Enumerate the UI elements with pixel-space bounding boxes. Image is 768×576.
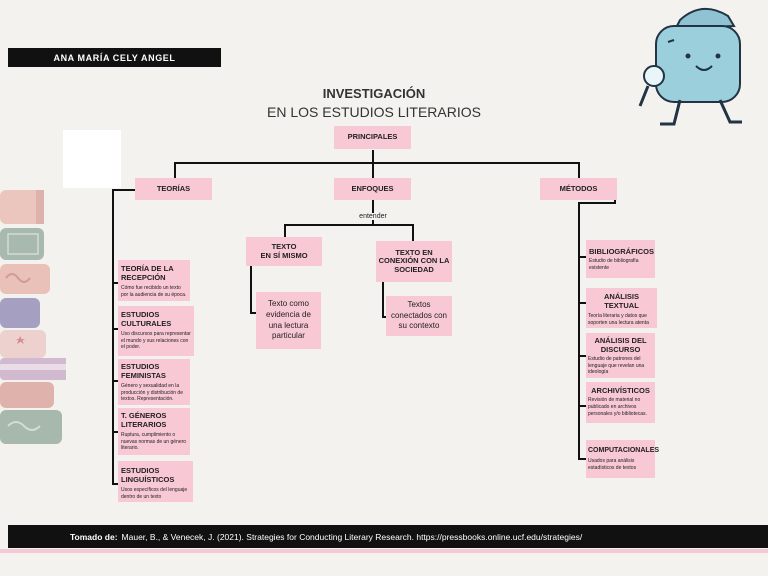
node-title-line: TEXTO bbox=[271, 241, 297, 251]
connector-line bbox=[112, 328, 118, 330]
books-stack-icon bbox=[0, 190, 66, 444]
method-card-desc: Teoría literaria y datos que soporten un… bbox=[588, 312, 649, 326]
connector-line bbox=[112, 431, 118, 433]
connector-line bbox=[578, 302, 586, 304]
theory-card-title: TEORÍA DE LA RECEPCIÓN bbox=[121, 264, 174, 283]
theory-card-desc: Ruptura, cumplimiento o nuevas normas de… bbox=[121, 431, 187, 452]
method-card-title: ANÁLISIS DEL DISCURSO bbox=[594, 336, 647, 355]
connector-line bbox=[112, 483, 118, 485]
blank-panel bbox=[63, 130, 121, 188]
node-enfoques: ENFOQUES bbox=[334, 178, 411, 200]
method-card-title: BIBLIOGRÁFICOS bbox=[589, 247, 654, 256]
method-card-desc: Estudio de patrones del lenguaje que rev… bbox=[588, 355, 645, 376]
detective-mascot-icon bbox=[638, 8, 742, 126]
citation-text: Mauer, B., & Venecek, J. (2021). Strateg… bbox=[121, 531, 583, 542]
connector-line bbox=[578, 256, 586, 258]
node-title-line: CONEXIÓN CON LA bbox=[378, 256, 450, 266]
theory-card-title: ESTUDIOS FEMINISTAS bbox=[121, 362, 166, 381]
node-principales: PRINCIPALES bbox=[334, 126, 411, 149]
theory-card: ESTUDIOS FEMINISTAS Género y sexualidad … bbox=[118, 359, 190, 405]
method-card-title: ANÁLISIS TEXTUAL bbox=[603, 292, 639, 311]
node-title-line: EN SÍ MISMO bbox=[260, 250, 308, 260]
citation-footer: Tomado de: Mauer, B., & Venecek, J. (202… bbox=[8, 525, 768, 548]
connector-line bbox=[382, 316, 388, 318]
method-card: ANÁLISIS DEL DISCURSO Estudio de patrone… bbox=[586, 333, 655, 378]
connector-line bbox=[372, 200, 374, 224]
node-metodos: MÉTODOS bbox=[540, 178, 617, 200]
theory-card-title: ESTUDIOS LINGUÍSTICOS bbox=[121, 466, 175, 485]
connector-line bbox=[578, 405, 586, 407]
method-card: BIBLIOGRÁFICOS Estudio de bibliografía e… bbox=[586, 240, 655, 278]
method-card-desc: Revisión de material no publicado en arc… bbox=[588, 397, 647, 417]
theory-card: ESTUDIOS LINGUÍSTICOS Usos específicos d… bbox=[118, 461, 193, 502]
theory-card-desc: Cómo fue recibido un texto por la audien… bbox=[121, 284, 187, 298]
connector-line bbox=[174, 162, 579, 164]
connector-line bbox=[578, 458, 586, 460]
theory-card-title: ESTUDIOS CULTURALES bbox=[121, 310, 172, 329]
theory-card-desc: Usos específicos del lenguaje dentro de … bbox=[121, 486, 188, 500]
author-name: ANA MARÍA CELY ANGEL bbox=[8, 48, 221, 67]
connector-label: entender bbox=[348, 213, 398, 220]
node-texto-en-conexion-desc: Textos conectados con su contexto bbox=[386, 296, 452, 336]
method-card-title: COMPUTACIONALES bbox=[588, 447, 660, 454]
connector-line bbox=[250, 266, 252, 314]
method-card: COMPUTACIONALES Usados para análisis est… bbox=[586, 440, 660, 478]
node-texto-en-conexion: TEXTO EN CONEXIÓN CON LA SOCIEDAD bbox=[376, 241, 452, 282]
connector-line bbox=[372, 150, 374, 164]
connector-line bbox=[412, 224, 414, 242]
method-card: ANÁLISIS TEXTUAL Teoría literaria y dato… bbox=[586, 288, 657, 328]
node-texto-en-si-mismo: TEXTO EN SÍ MISMO bbox=[246, 237, 322, 266]
node-title-line: SOCIEDAD bbox=[394, 264, 434, 274]
theory-card-desc: Uso discursos para representar el mundo … bbox=[121, 330, 191, 351]
node-texto-en-si-mismo-desc: Texto como evidencia de una lectura part… bbox=[256, 292, 321, 349]
footer-divider bbox=[0, 549, 768, 553]
citation-label: Tomado de: bbox=[70, 531, 118, 542]
connector-line bbox=[250, 312, 258, 314]
theory-card: T. GÉNEROS LITERARIOS Ruptura, cumplimie… bbox=[118, 408, 190, 455]
connector-line bbox=[112, 189, 114, 485]
connector-line bbox=[284, 224, 286, 238]
connector-line bbox=[284, 224, 414, 226]
connector-line bbox=[578, 355, 586, 357]
node-teorias: TEORÍAS bbox=[135, 178, 212, 200]
theory-card-desc: Género y sexualidad en la producción y d… bbox=[121, 382, 183, 403]
theory-card: TEORÍA DE LA RECEPCIÓN Cómo fue recibido… bbox=[118, 260, 190, 301]
connector-line bbox=[578, 202, 616, 204]
connector-line bbox=[382, 282, 384, 318]
method-card-desc: Estudio de bibliografía existente bbox=[589, 258, 639, 272]
connector-line bbox=[174, 162, 176, 178]
method-card-desc: Usados para análisis estadísticos de tex… bbox=[588, 457, 637, 471]
connector-line bbox=[112, 380, 118, 382]
connector-line bbox=[578, 162, 580, 178]
magnifying-glass-icon bbox=[638, 65, 665, 107]
connector-line bbox=[578, 202, 580, 460]
theory-card-title: T. GÉNEROS LITERARIOS bbox=[121, 411, 167, 430]
method-card: ARCHIVÍSTICOS Revisión de material no pu… bbox=[586, 382, 655, 423]
node-title-line: TEXTO EN bbox=[395, 247, 433, 257]
connector-line bbox=[372, 162, 374, 178]
connector-line bbox=[112, 282, 118, 284]
page-title: INVESTIGACIÓN bbox=[322, 86, 426, 101]
connector-line bbox=[112, 189, 136, 191]
theory-card: ESTUDIOS CULTURALES Uso discursos para r… bbox=[118, 306, 194, 356]
method-card-title: ARCHIVÍSTICOS bbox=[591, 386, 650, 395]
page-subtitle: EN LOS ESTUDIOS LITERARIOS bbox=[267, 104, 481, 120]
